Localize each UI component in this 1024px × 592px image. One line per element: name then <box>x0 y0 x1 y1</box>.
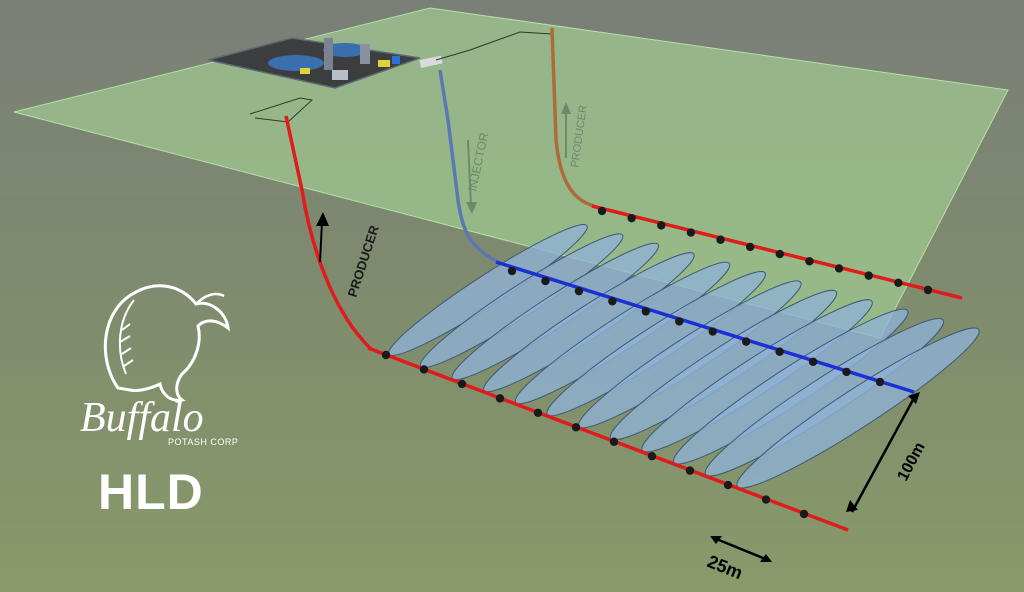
brand-subtitle: POTASH CORP <box>168 437 239 447</box>
surface-pipeline-2 <box>435 31 553 61</box>
producer-left-arrow <box>319 221 323 263</box>
injector-node <box>708 327 717 336</box>
producer-left-node <box>609 437 619 446</box>
producer-well-left-vertical <box>284 115 374 352</box>
injector-node <box>608 297 617 306</box>
producer-left-node <box>723 480 733 490</box>
producer-right-node <box>923 285 933 295</box>
producer-right-node <box>627 213 636 223</box>
injector-node <box>775 347 784 356</box>
brand-name: Buffalo <box>80 395 204 441</box>
injector-arrow <box>467 139 472 207</box>
producer-right-arrowhead <box>561 102 571 114</box>
producer-left-arrowhead <box>316 212 329 226</box>
injector-node <box>808 357 818 367</box>
injector-node <box>675 317 684 326</box>
producer-well-right-vertical <box>550 27 595 208</box>
producer-left-node <box>457 379 467 389</box>
well-perforation-nodes <box>381 206 933 519</box>
cavern-group <box>388 224 980 489</box>
processing-facility <box>207 37 443 89</box>
producer-right-node <box>805 257 814 266</box>
producer-left-node <box>381 350 391 360</box>
injector-node <box>641 307 651 316</box>
producer-right-node <box>597 206 607 216</box>
producer-right-node <box>657 221 666 230</box>
injector-node <box>875 377 885 387</box>
producer-left-node <box>799 509 809 519</box>
producer-right-node <box>716 235 725 244</box>
injector-node <box>741 337 751 346</box>
producer-right-node <box>894 278 903 288</box>
injector-arrowhead <box>466 202 477 214</box>
injector-node <box>507 266 517 276</box>
producer-right-node <box>686 228 696 237</box>
producer-left-node <box>647 451 657 461</box>
injector-node <box>574 286 584 296</box>
producer-right-node <box>775 249 785 259</box>
producer-left-node <box>761 495 771 504</box>
producer-left-node <box>685 466 695 475</box>
injector-node <box>842 367 851 377</box>
producer-left-node <box>419 365 429 374</box>
producer-right-node <box>745 242 755 252</box>
buffalo-logo-icon <box>103 284 230 402</box>
producer-left-node <box>571 423 581 432</box>
project-code: HLD <box>98 464 204 520</box>
producer-left-node <box>495 394 505 403</box>
surface-pipeline <box>249 97 314 123</box>
injector-node <box>541 276 550 286</box>
producer-left-node <box>533 408 543 418</box>
producer-right-node <box>834 264 844 273</box>
injector-well-vertical <box>438 69 499 264</box>
producer-right-node <box>864 271 873 280</box>
